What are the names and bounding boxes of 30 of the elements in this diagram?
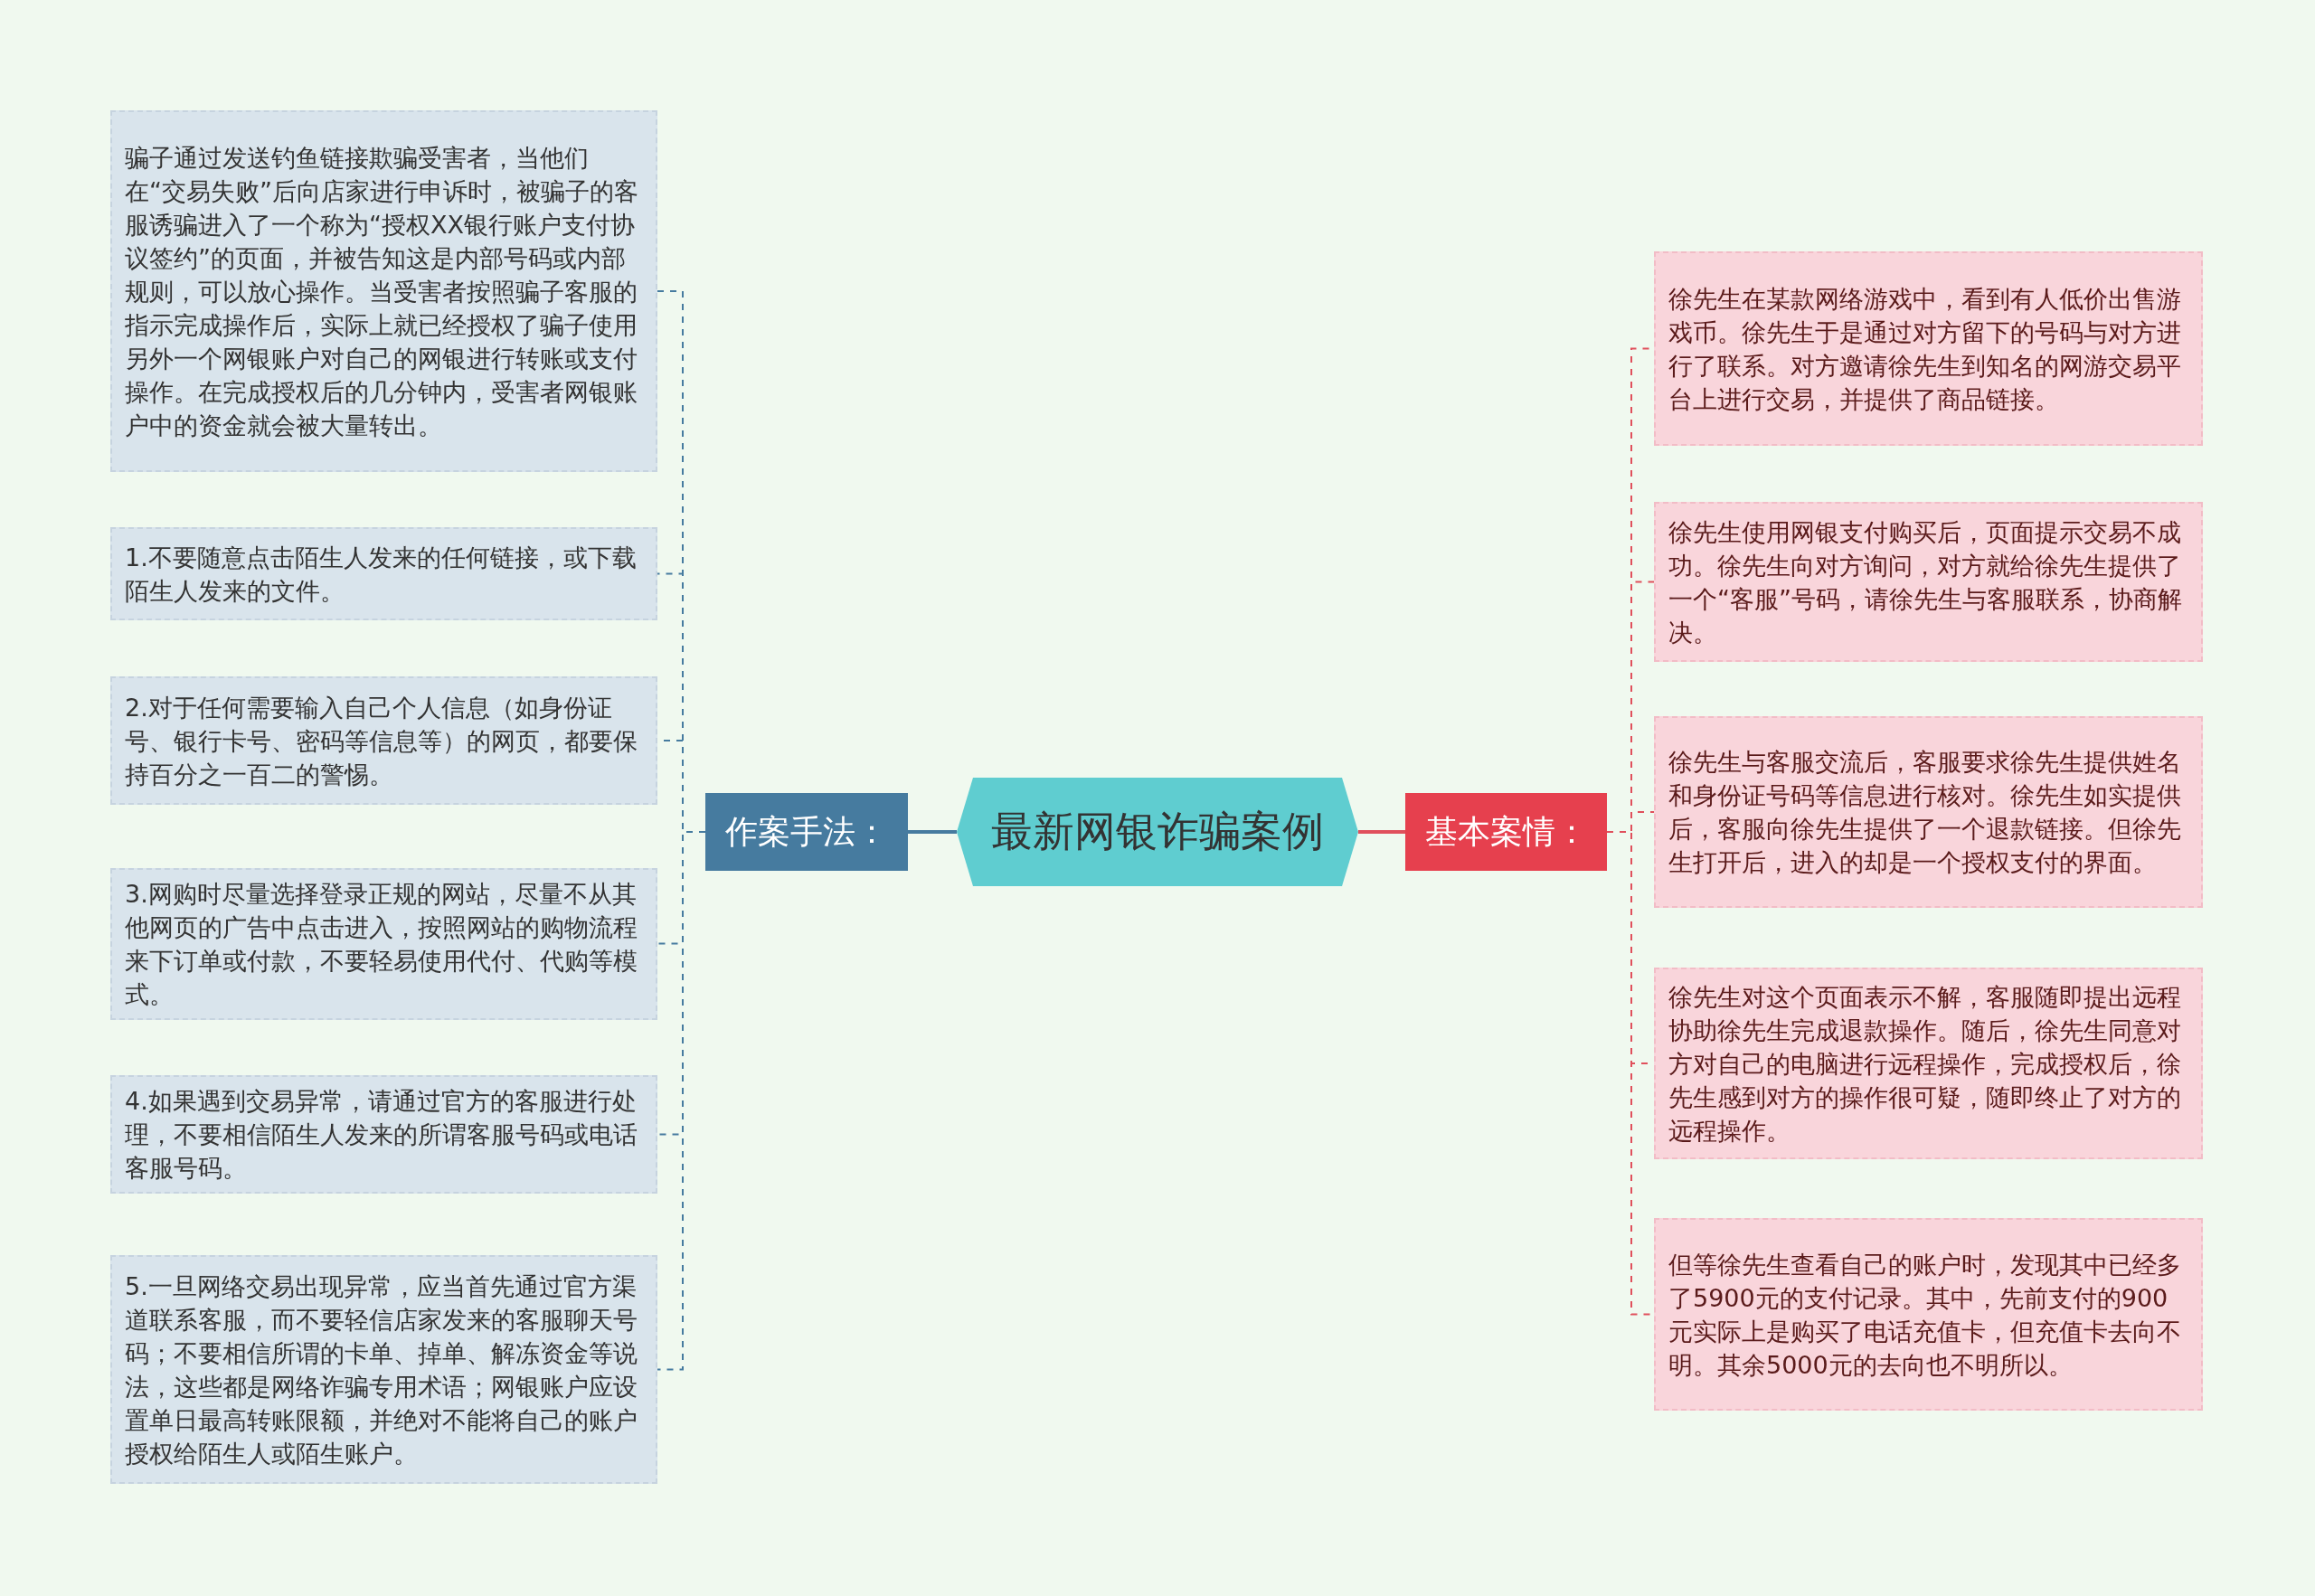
- topic-title: 最新网银诈骗案例: [991, 806, 1324, 857]
- note-text: 4.如果遇到交易异常，请通过官方的客服进行处理，不要相信陌生人发来的所谓客服号码或电话客服号码。: [125, 1086, 638, 1184]
- note-card: [110, 527, 657, 620]
- note-card: [110, 1075, 657, 1194]
- note-card: [1654, 968, 2203, 1159]
- connector-line: [1358, 830, 1405, 834]
- note-card: [110, 110, 657, 472]
- note-text: 5.一旦网络交易出现异常，应当首先通过官方渠道联系客服，而不要轻信店家发来的客服聊天号码；不要相信所谓的卡单、掉单、解冻资金等说法，这些都是网络诈骗专用术语；网银账户应设置单日最高转账限额，并绝对不能将自己的账户授权给陌生人或陌生账户。: [125, 1270, 638, 1469]
- note-text: 徐先生在某款网络游戏中，看到有人低价出售游戏币。徐先生于是通过对方留下的号码与对方进行了联系。对方邀请徐先生到知名的网游交易平台上进行交易，并提供了商品链接。: [1668, 283, 2182, 415]
- connector-line: [908, 830, 957, 834]
- note-text: 3.网购时尽量选择登录正规的网站，尽量不从其他网页的广告中点击进入，按照网站的购物流程来下订单或付款，不要轻易使用代付、代购等模式。: [125, 879, 638, 1010]
- note-text: 2.对于任何需要输入自己个人信息（如身份证号、银行卡号、密码等信息等）的网页，都要保持百分之一百二的警惕。: [125, 692, 638, 790]
- note-card: [110, 676, 657, 805]
- note-card: [1654, 1218, 2203, 1411]
- note-card: [110, 868, 657, 1020]
- note-card: [1654, 502, 2203, 662]
- note-text: 徐先生使用网银支付购买后，页面提示交易不成功。徐先生向对方询问，对方就给徐先生提供了一个“客服”号码，请徐先生与客服联系，协商解决。: [1668, 516, 2183, 648]
- branch-title: 作案手法：: [725, 811, 888, 852]
- note-text: 骗子通过发送钓鱼链接欺骗受害者，当他们在“交易失败”后向店家进行申诉时，被骗子的客服诱骗进入了一个称为“授权XX银行账户支付协议签约”的页面，并被告知这是内部号码或内部规则，可以放心操作。当受害者按照骗子客服的指示完成操作后，实际上就已经授权了骗子使用另外一个网银账户对自己的网银进行转账或支付操作。在完成授权后的几分钟内，受害者网银账户中的资金就会被大量转出。: [125, 142, 639, 441]
- branch-box: [1405, 793, 1607, 871]
- topic-hexagon: [957, 778, 1358, 886]
- branch-title: 基本案情：: [1424, 811, 1588, 852]
- note-text: 徐先生对这个页面表示不解，客服随即提出远程协助徐先生完成退款操作。随后，徐先生同意对方对自己的电脑进行远程操作，完成授权后，徐先生感到对方的操作很可疑，随即终止了对方的远程操作。: [1668, 981, 2182, 1147]
- note-text: 徐先生与客服交流后，客服要求徐先生提供姓名和身份证号码等信息进行核对。徐先生如实提供后，客服向徐先生提供了一个退款链接。但徐先生打开后，进入的却是一个授权支付的界面。: [1668, 747, 2182, 878]
- note-card: [1654, 251, 2203, 446]
- note-card: [1654, 716, 2203, 908]
- note-card: [110, 1255, 657, 1484]
- note-text: 1.不要随意点击陌生人发来的任何链接，或下载陌生人发来的文件。: [125, 542, 638, 607]
- note-text: 但等徐先生查看自己的账户时，发现其中已经多了5900元的支付记录。其中，先前支付的900元实际上是购买了电话充值卡，但充值卡去向不明。其余5000元的去向也不明所以。: [1668, 1249, 2182, 1381]
- branch-box: [705, 793, 908, 871]
